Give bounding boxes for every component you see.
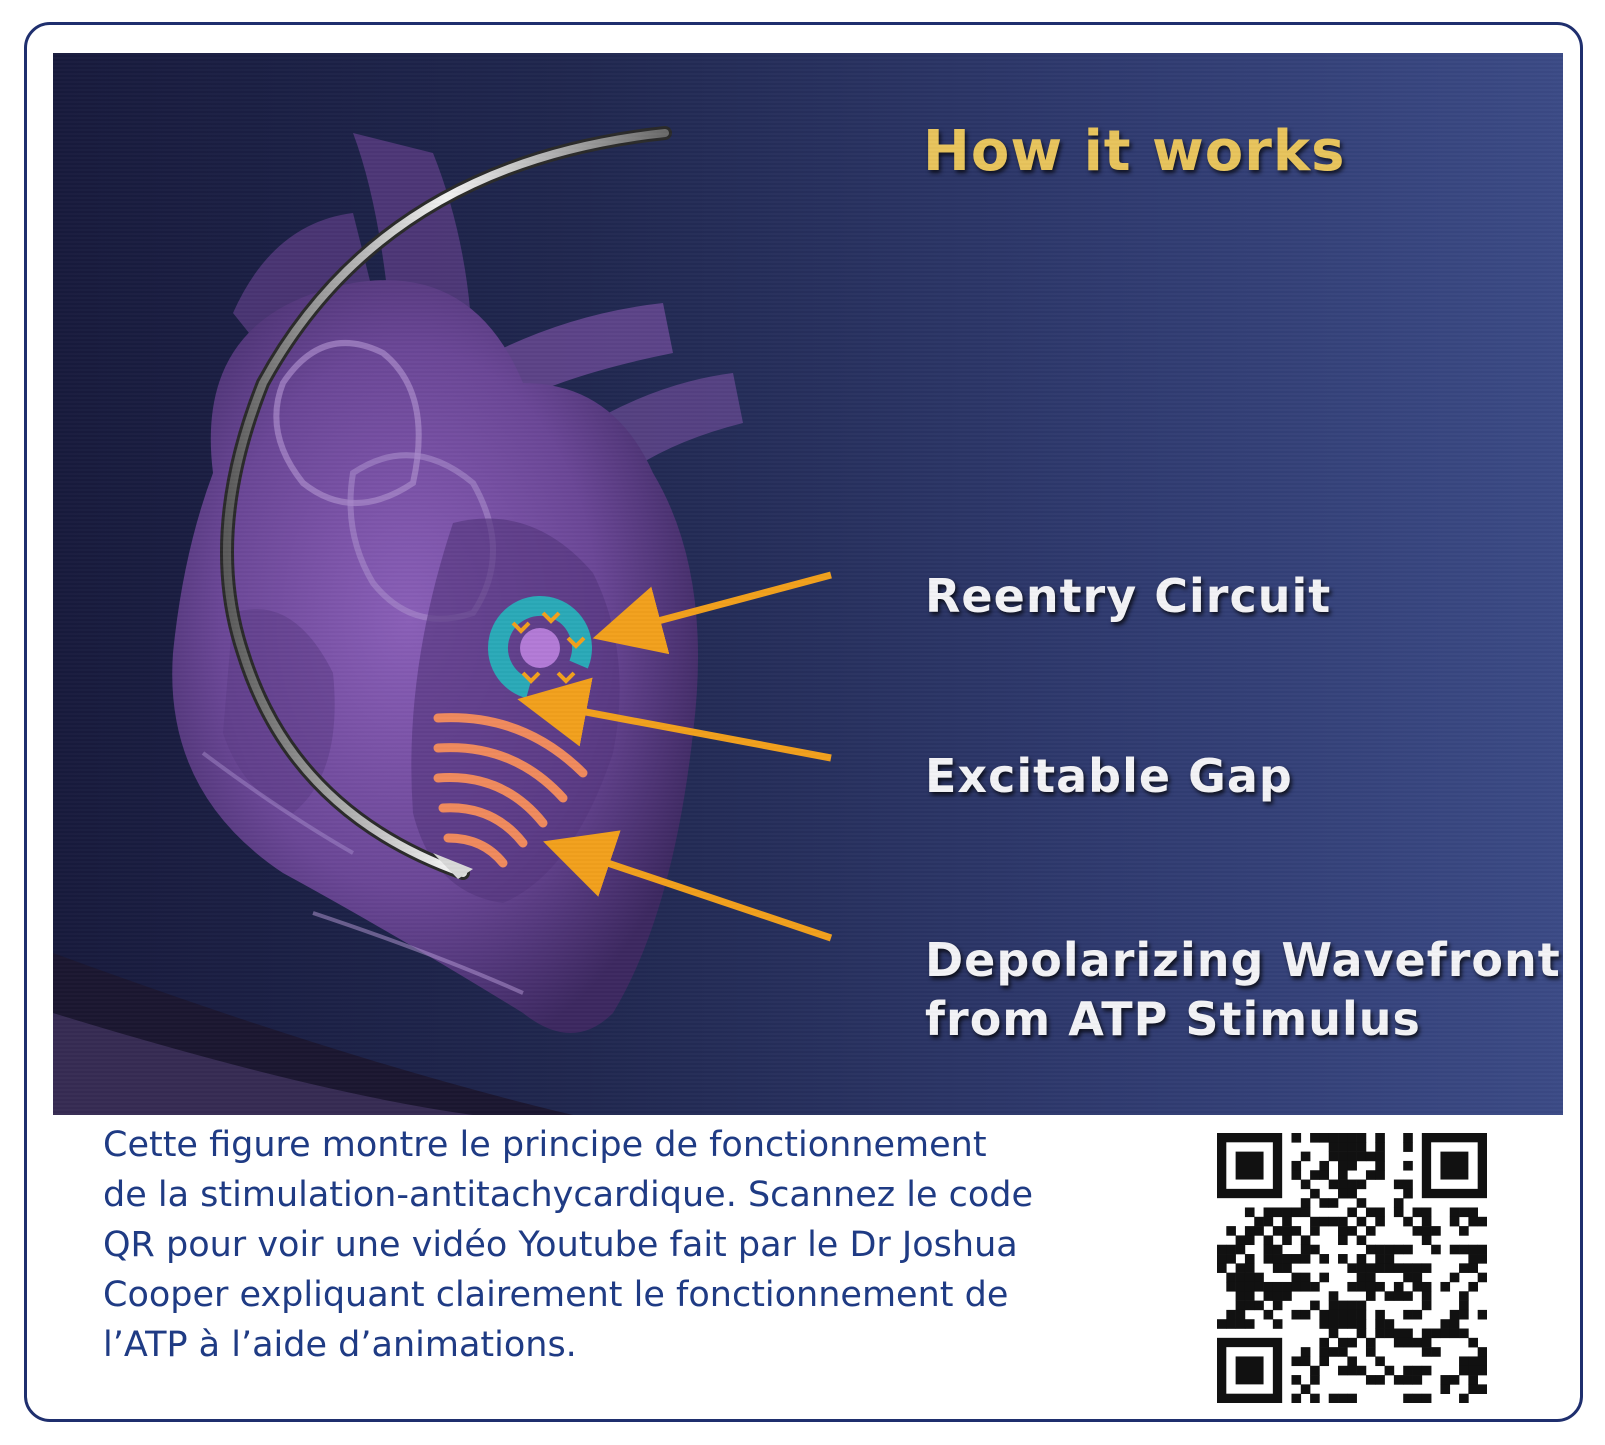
label-wavefront-line2: from ATP Stimulus <box>925 991 1421 1046</box>
qr-code-icon[interactable] <box>1217 1133 1487 1403</box>
arrow-wavefront <box>543 830 833 942</box>
label-excitable-gap: Excitable Gap <box>925 749 1293 803</box>
arrow-gap <box>517 677 832 762</box>
depolarizing-wavefront <box>433 713 588 868</box>
caption-text: Cette figure montre le principe de fonct… <box>103 1125 1034 1365</box>
atp-diagram: How it works Reentry Circuit Excitable G… <box>53 53 1563 1115</box>
arrow-reentry <box>592 571 832 655</box>
heart-illustration <box>53 126 833 1115</box>
figure-title: How it works <box>923 119 1346 184</box>
lead-tip <box>433 853 473 879</box>
label-reentry-circuit: Reentry Circuit <box>925 569 1332 623</box>
label-depolarizing-wavefront: Depolarizing Wavefront from ATP Stimulus <box>925 931 1561 1049</box>
label-wavefront-line1: Depolarizing Wavefront <box>925 933 1561 987</box>
